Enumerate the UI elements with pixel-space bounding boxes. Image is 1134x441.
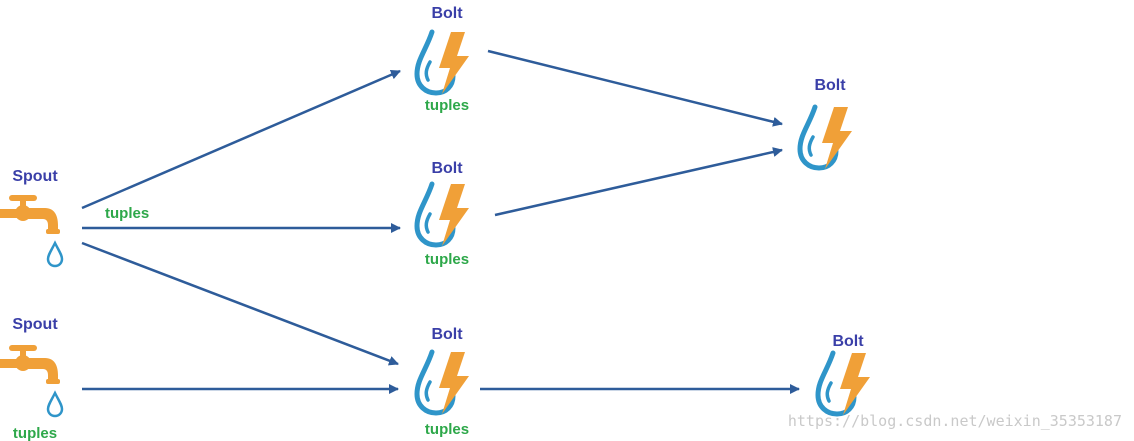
water-drop-icon [46,240,64,268]
spout-label: Spout [12,316,58,333]
water-drop-shape [414,181,456,248]
water-drop-shape [797,104,839,171]
water-drop-shape [815,350,857,417]
bolt-icon [414,349,469,416]
arrow-bolt-middle-to-bolt-right-top [494,147,783,217]
water-drop-highlight [424,212,432,234]
lightning-shape [822,107,852,169]
node-bolt-middle: Bolt tuples [414,160,469,268]
faucet-pipe [0,209,22,218]
node-bolt-bottom: Bolt tuples [414,326,469,438]
faucet-nozzle [46,379,60,384]
node-bolt-right-bottom: Bolt [815,333,870,417]
bolt-label: Bolt [832,333,864,350]
faucet-pipe [0,359,22,368]
edge-label-tuples: tuples [105,205,149,222]
bolt-icon [414,181,469,248]
edges-layer: tuples [81,49,800,394]
node-spout-1: Spout [0,168,64,268]
water-drop-highlight [424,60,432,82]
lightning-shape [840,353,870,415]
nodes-layer: SpoutSpouttuplesBolttuplesBolttuplesBolt… [0,5,870,441]
water-drop-icon [46,390,64,418]
bolt-icon [797,104,852,171]
lightning-shape [439,32,469,94]
tuples-label: tuples [13,425,57,441]
node-spout-2: Spout tuples [0,316,64,441]
faucet-handle [9,195,37,201]
node-bolt-top: Bolt tuples [414,5,469,114]
faucet-stem [20,349,26,357]
faucet-stem [20,199,26,207]
bolt-label: Bolt [431,160,463,177]
water-drop-highlight [807,135,815,157]
water-drop-shape [414,29,456,96]
water-drop-highlight [825,381,833,403]
lightning-shape [439,352,469,414]
tuples-label: tuples [425,251,469,268]
arrow-spout-1-to-bolt-bottom [81,241,399,366]
water-drop-shape [414,349,456,416]
arrow-spout-1-to-bolt-top [81,69,401,210]
bolt-label: Bolt [431,326,463,343]
faucet-spout [21,358,58,379]
faucet-nozzle [46,229,60,234]
water-drop-highlight [424,380,432,402]
spout-label: Spout [12,168,58,185]
tuples-label: tuples [425,97,469,114]
faucet-icon [0,195,64,268]
faucet-icon [0,345,64,418]
arrow-bolt-top-to-bolt-right-top [487,49,783,127]
tuples-label: tuples [425,421,469,438]
bolt-icon [414,29,469,96]
bolt-label: Bolt [814,77,846,94]
watermark-text: https://blog.csdn.net/weixin_35353187 [788,412,1122,430]
bolt-icon [815,350,870,417]
lightning-shape [439,184,469,246]
faucet-spout [21,208,58,229]
bolt-label: Bolt [431,5,463,22]
faucet-handle [9,345,37,351]
node-bolt-right-top: Bolt [797,77,852,171]
